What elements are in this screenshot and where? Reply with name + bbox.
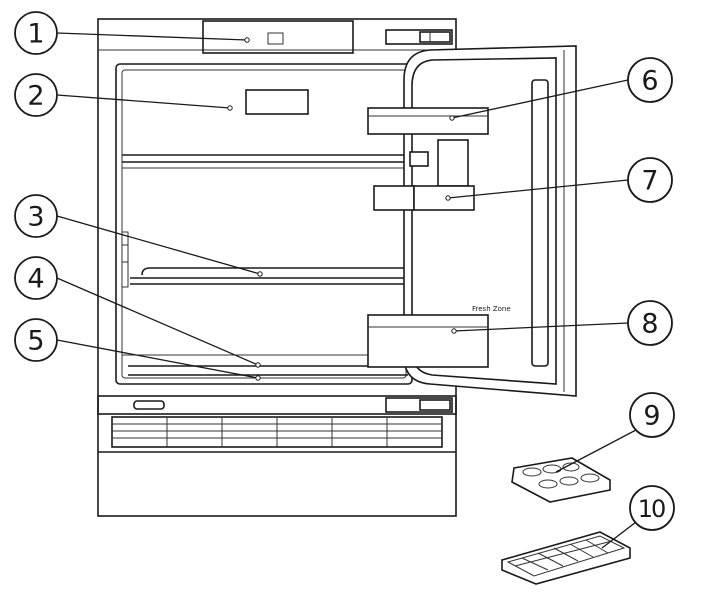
callout-10-label: 10 [638, 495, 665, 523]
interior-light [245, 89, 309, 115]
callout-1-label: 1 [27, 19, 44, 50]
callout-8-label: 8 [641, 309, 658, 340]
callout-3-label: 3 [27, 202, 44, 233]
callout-8: 8 [627, 300, 673, 346]
callout-4: 4 [14, 256, 58, 300]
door-rack-middle [373, 139, 475, 211]
bottom-hinge [385, 397, 453, 413]
control-panel [202, 20, 354, 54]
leader-lines [56, 32, 637, 549]
callout-6: 6 [627, 57, 673, 103]
ventilation-grille [111, 416, 443, 448]
fridge-cabinet [97, 18, 457, 517]
callout-3: 3 [14, 194, 58, 238]
door-rack-upper [367, 107, 489, 135]
callout-1: 1 [14, 11, 58, 55]
callout-5-label: 5 [27, 326, 44, 357]
door-rack-lower: Fresh Zone [367, 305, 511, 368]
callout-2-label: 2 [27, 81, 44, 112]
callout-10: 10 [629, 485, 675, 531]
egg-tray [511, 457, 611, 503]
ice-tray [501, 531, 631, 585]
callout-5: 5 [14, 318, 58, 362]
callout-7: 7 [627, 157, 673, 203]
fresh-zone-label: Fresh Zone [472, 305, 511, 313]
top-hinge [385, 29, 453, 45]
fridge-door: Fresh Zone [367, 45, 577, 397]
callout-2: 2 [14, 73, 58, 117]
callout-6-label: 6 [641, 66, 658, 97]
target-dots [227, 37, 457, 381]
callout-9: 9 [629, 392, 675, 438]
callout-7-label: 7 [641, 166, 658, 197]
door-gasket [531, 79, 549, 367]
callout-9-label: 9 [643, 401, 660, 432]
callout-4-label: 4 [27, 264, 44, 295]
